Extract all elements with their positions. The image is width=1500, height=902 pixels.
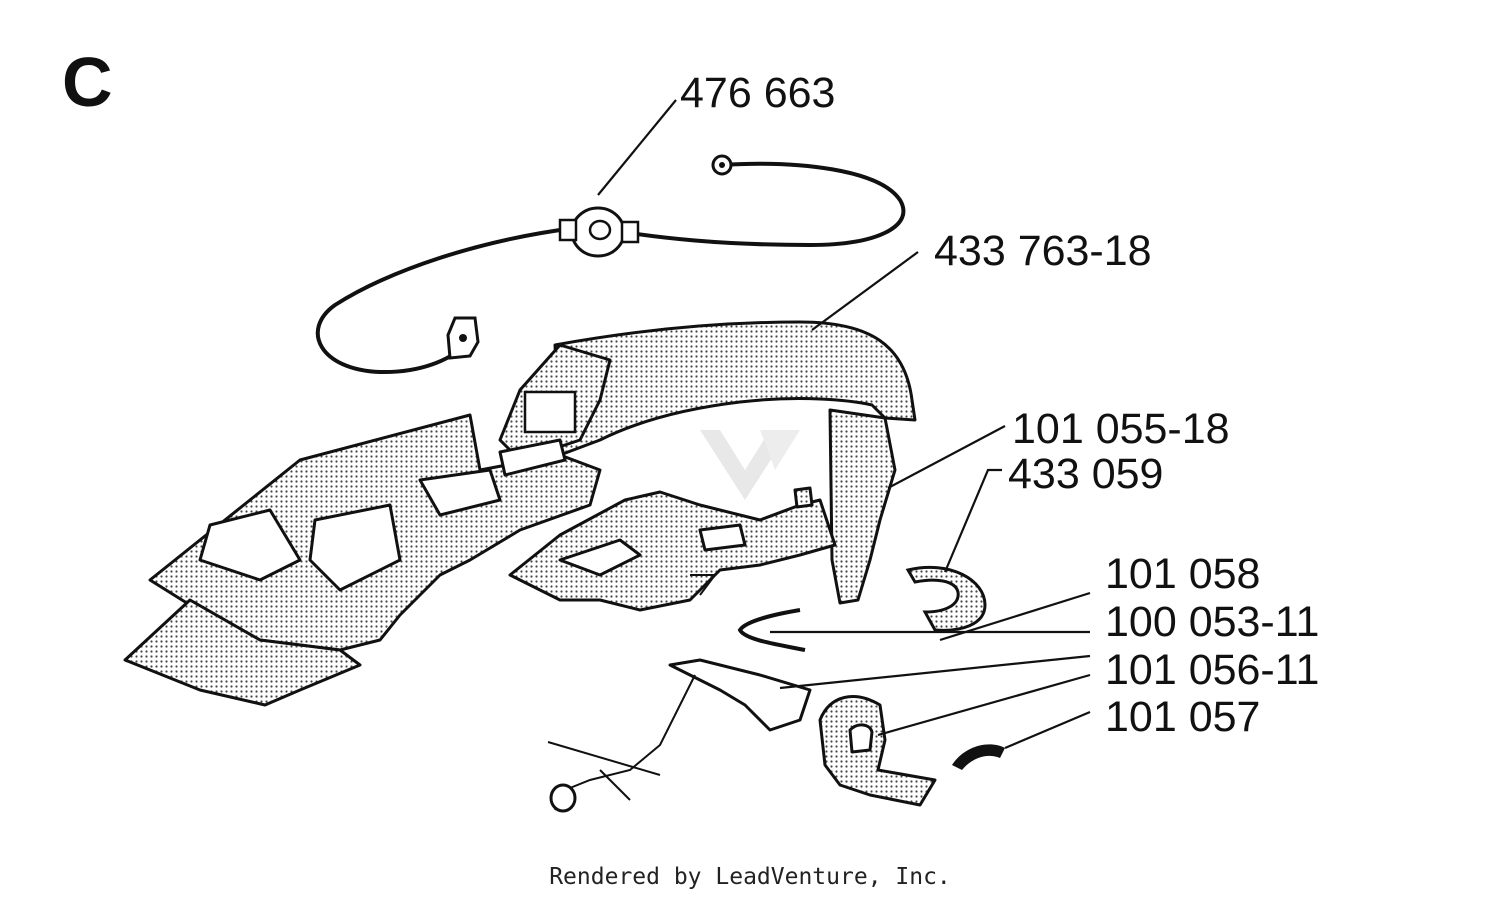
brake-bracket xyxy=(818,695,937,807)
footer-credit: Rendered by LeadVenture, Inc. xyxy=(549,864,951,890)
brake-lever xyxy=(547,658,812,813)
part-number-label: 433 763-18 xyxy=(934,227,1152,275)
retaining-clip xyxy=(952,744,1005,770)
rubber-bushing xyxy=(905,565,987,632)
watermark-logo xyxy=(700,430,800,500)
part-number-label: 101 056-11 xyxy=(1105,646,1319,694)
part-number-label: 476 663 xyxy=(680,69,835,117)
section-letter: C xyxy=(62,43,113,121)
chain-brake-bracket xyxy=(508,486,837,612)
part-number-label: 101 057 xyxy=(1105,693,1260,741)
handle-housing xyxy=(123,320,917,707)
part-labels: 476 663 433 763-18 101 055-18 433 059 10… xyxy=(680,69,1319,741)
leader-lines xyxy=(597,99,1091,750)
part-number-label: 101 055-18 xyxy=(1012,405,1230,453)
spring-clip xyxy=(737,608,806,652)
part-number-label: 433 059 xyxy=(1008,450,1163,498)
ignition-wire xyxy=(315,154,906,375)
part-number-label: 100 053-11 xyxy=(1105,598,1319,646)
part-number-label: 101 058 xyxy=(1105,550,1260,598)
